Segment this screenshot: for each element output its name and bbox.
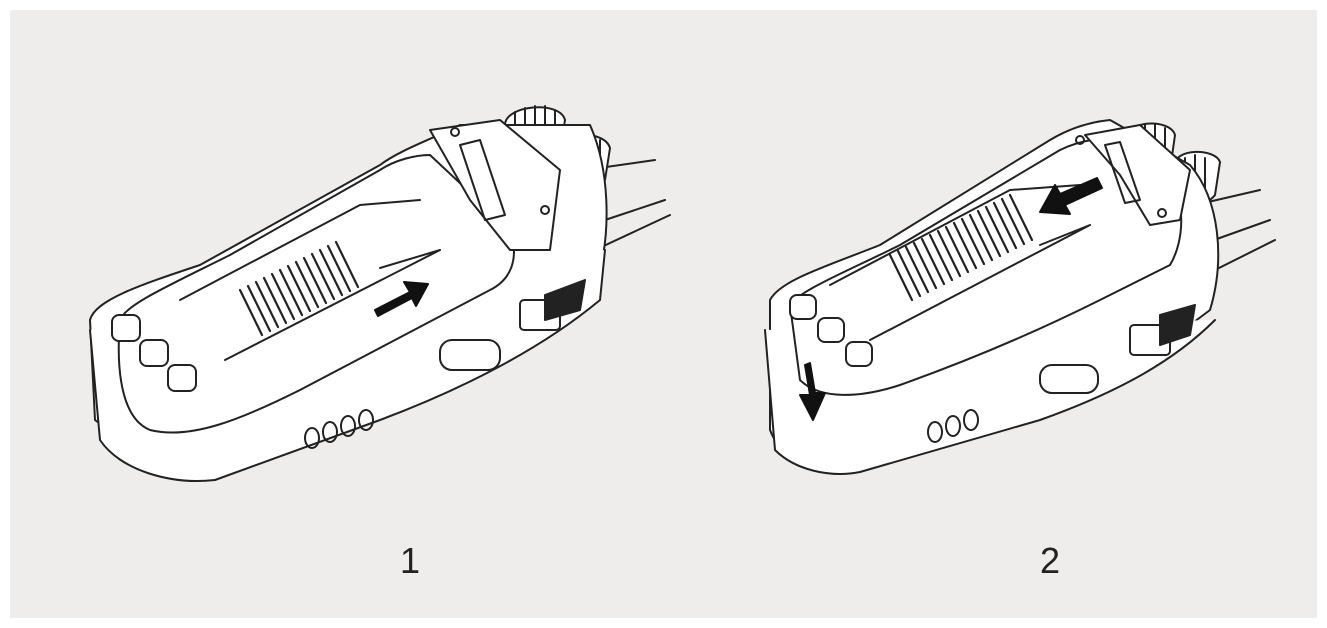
front-buttons <box>111 314 197 392</box>
radio-1-illustration <box>89 105 671 482</box>
arrow-left-icon <box>1039 177 1103 215</box>
step-2-label: 2 <box>1039 540 1061 581</box>
arrow-down-icon <box>799 362 826 421</box>
screw <box>540 205 550 215</box>
cover-rail <box>829 184 1091 341</box>
grip-ribs <box>238 240 360 337</box>
contact-slot <box>1104 141 1141 204</box>
battery-cover <box>117 154 515 434</box>
battery-latch-area <box>1084 124 1191 226</box>
screw <box>1075 135 1085 145</box>
front-buttons <box>789 294 873 367</box>
arrow-right-icon <box>374 281 429 317</box>
screw <box>1157 208 1167 218</box>
side-controls <box>304 279 586 449</box>
step-1-label: 1 <box>399 540 421 581</box>
cover-rail <box>179 199 441 361</box>
side-controls <box>927 304 1196 443</box>
contact-slot <box>459 139 506 221</box>
screw <box>450 127 460 137</box>
grip-ribs <box>888 193 1034 302</box>
radio-2-illustration <box>764 119 1276 475</box>
